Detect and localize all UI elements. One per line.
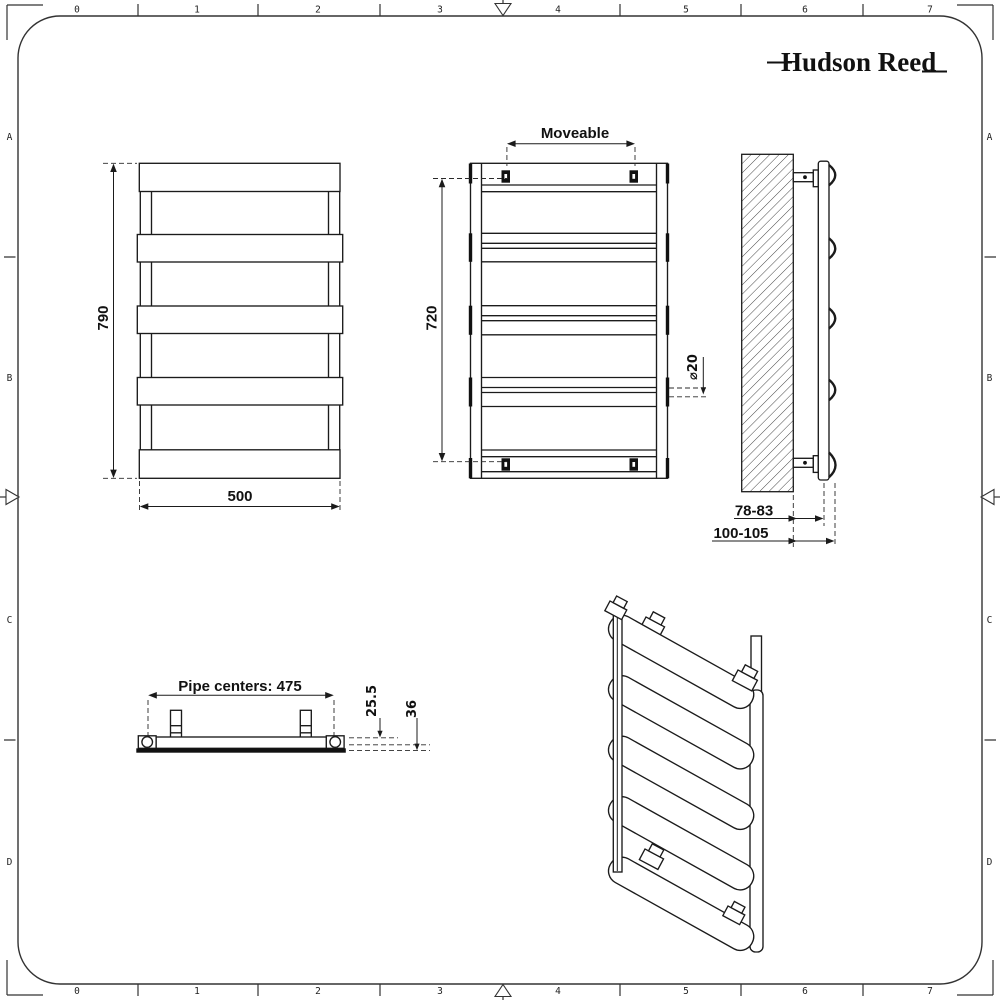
center-mark-top (493, 0, 513, 17)
ruler-number: 0 (74, 986, 80, 997)
rear-dim-height: 720 (424, 178, 507, 463)
front-height-label: 790 (95, 305, 112, 330)
ruler-number: 6 (802, 986, 808, 997)
plan-pipe-housing-right (325, 735, 345, 749)
pipe-inlet-left (141, 736, 154, 748)
towel-bar-iso (607, 735, 755, 831)
ruler-number: 4 (555, 986, 561, 997)
front-width-label: 500 (227, 488, 252, 505)
plan-dim-depths: 25.5 36 (349, 685, 430, 751)
rear-height-label: 720 (424, 305, 441, 330)
side-rail (817, 160, 830, 481)
ruler-number: 3 (437, 5, 443, 16)
iso-bracket-bottom-right (721, 900, 746, 926)
corner-mark-bottom-left (6, 960, 43, 996)
center-mark-bottom (493, 983, 513, 1000)
towel-bar-iso (607, 856, 755, 952)
front-view (136, 162, 344, 479)
side-bar-ends (828, 164, 837, 479)
center-mark-left (0, 488, 21, 506)
ruler-letter: D (7, 857, 13, 868)
ruler-letter: A (7, 132, 13, 143)
moveable-label: Moveable (541, 125, 609, 142)
ruler-number: 2 (315, 986, 321, 997)
rear-view (468, 162, 670, 479)
side-bracket-bottom (792, 455, 819, 474)
iso-bracket-bottom-mid (638, 842, 665, 871)
ruler-number: 6 (802, 5, 808, 16)
ruler-ticks-bottom (137, 984, 864, 996)
ruler-number: 1 (194, 5, 200, 16)
corner-mark-top-right (957, 4, 994, 40)
ruler-number: 5 (683, 986, 689, 997)
towel-bar-iso (607, 675, 755, 770)
towel-bar (136, 376, 344, 406)
ruler-number: 1 (194, 986, 200, 997)
ruler-letter: B (987, 373, 993, 384)
towel-bar (136, 305, 344, 335)
ruler-ticks-top (137, 4, 864, 16)
ruler-number: 5 (683, 5, 689, 16)
ruler-number: 4 (555, 5, 561, 16)
ruler-letter: D (987, 857, 993, 868)
towel-bar (138, 449, 341, 479)
center-mark-right (979, 488, 1000, 506)
iso-bracket-top-mid (639, 610, 666, 639)
ruler-number: 0 (74, 5, 80, 16)
brand-logo: Hudson Reed (767, 47, 947, 77)
ruler-ticks-right (984, 256, 996, 741)
bar-diameter-label: ⌀20 (686, 354, 701, 380)
iso-bracket-top-right (731, 663, 759, 692)
wall-to-rail-label: 78-83 (735, 503, 773, 520)
rear-bar-lines (481, 184, 657, 473)
wall-to-front-label: 100-105 (713, 525, 768, 542)
side-view (741, 153, 837, 493)
brand-logo-text: Hudson Reed (781, 47, 936, 77)
pipe-inlet-right (329, 736, 342, 748)
border-frame (17, 15, 983, 985)
ruler-letter: A (987, 132, 993, 143)
plan-bar-body (155, 736, 328, 749)
towel-bar (136, 233, 344, 263)
towel-bar-iso (607, 796, 755, 891)
rear-dim-moveable: Moveable (506, 125, 636, 166)
corner-mark-bottom-right (957, 960, 994, 996)
iso-bars (607, 614, 755, 952)
ruler-number: 2 (315, 5, 321, 16)
plan-pipe-housing-left (137, 735, 157, 749)
plan-view: Pipe centers: 475 25.5 36 (136, 678, 430, 753)
rear-dim-diameter: ⌀20 (669, 354, 706, 398)
ruler-number: 3 (437, 986, 443, 997)
towel-bar (138, 162, 341, 193)
plan-front-panel (136, 748, 346, 753)
plan-bracket-tabs (169, 709, 312, 738)
wall-section (741, 153, 794, 493)
rear-weld-marks (468, 163, 670, 479)
bracket-depth-label: 25.5 (365, 685, 380, 717)
front-dim-height: 790 (95, 162, 137, 479)
front-dim-width: 500 (139, 481, 341, 513)
isometric-view (603, 595, 764, 953)
total-depth-label: 36 (405, 700, 420, 718)
pipe-centers-label: Pipe centers: 475 (178, 678, 301, 695)
ruler-number: 7 (927, 986, 933, 997)
towel-bar-iso (607, 614, 755, 710)
side-dim-depths: 78-83 100-105 (712, 483, 836, 547)
ruler-letter: C (7, 615, 13, 626)
corner-mark-top-left (6, 4, 43, 40)
ruler-ticks-left (4, 256, 16, 741)
rear-wall-brackets (501, 170, 638, 471)
ruler-number: 7 (927, 5, 933, 16)
iso-bracket-top-left (603, 595, 629, 621)
ruler-letter: B (7, 373, 13, 384)
ruler-letter: C (987, 615, 993, 626)
side-bracket-top (792, 169, 819, 188)
